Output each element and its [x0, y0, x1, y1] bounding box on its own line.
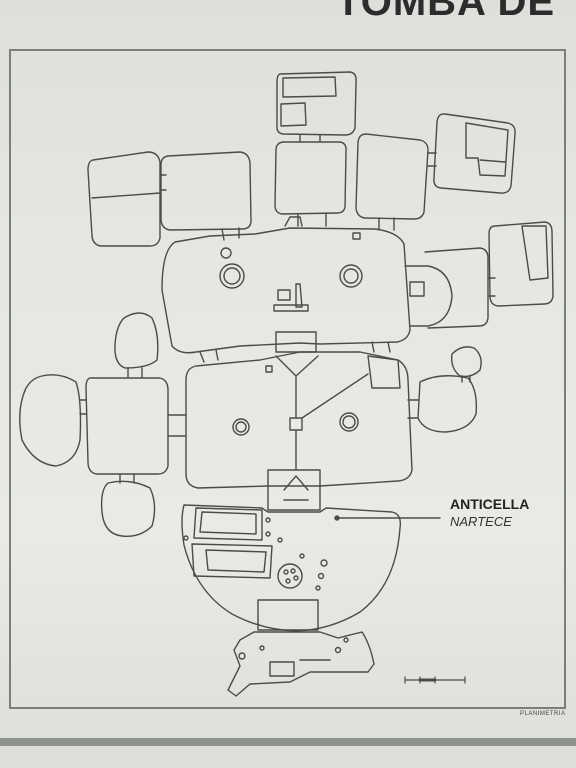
left-bottom-round-chamber — [100, 480, 156, 537]
top-center-corridor — [299, 134, 321, 143]
anticella-bench-upper — [193, 507, 263, 541]
plan-frame — [9, 49, 566, 709]
right-small-link — [461, 375, 471, 383]
upper-hall-entry — [284, 216, 303, 227]
dromos — [227, 631, 375, 697]
left-bottom-link — [119, 473, 135, 484]
central-vestibule — [275, 331, 317, 353]
far-right-chamber-detail — [521, 225, 549, 281]
anticella-round-feature — [277, 563, 303, 589]
anticella-bench-lower — [191, 543, 273, 579]
top-left-passage — [221, 227, 240, 241]
left-lower-link-right — [167, 414, 187, 437]
top-left-chamber-inner — [160, 151, 252, 231]
top-center-chamber — [276, 71, 357, 136]
top-center-passage — [297, 213, 327, 227]
right-side-chamber — [424, 247, 489, 329]
lower-hall-corner — [367, 355, 401, 389]
dromos-detail — [269, 659, 331, 677]
far-right-top-chamber-detail — [465, 122, 509, 177]
vestibule-links — [199, 341, 391, 363]
left-round-link — [127, 367, 143, 379]
top-left-chamber-outer — [87, 151, 161, 247]
upper-hall-altar — [273, 283, 309, 312]
top-right-chamber — [355, 133, 429, 220]
label-anticella: ANTICELLA — [450, 496, 530, 512]
left-round-chamber — [114, 312, 159, 369]
anticella-bench-lower-inner — [205, 549, 267, 573]
lower-passage — [267, 469, 321, 511]
right-apse-room — [404, 265, 453, 327]
left-lower-chamber — [85, 377, 169, 475]
sign-bottom-band — [0, 738, 576, 746]
top-left-chamber-divider — [91, 192, 161, 199]
right-lower-link — [407, 399, 419, 419]
caption-planimetria: PLANIMETRIA — [520, 711, 566, 717]
right-link — [487, 277, 496, 297]
label-nartece: NARTECE — [450, 514, 512, 529]
top-right-passage — [378, 217, 395, 231]
anticella-room — [181, 504, 402, 632]
sign-title: TOMBA DE — [336, 0, 556, 24]
lower-hall-pillar-left — [232, 418, 250, 436]
far-right-chamber — [488, 221, 554, 307]
top-center-antechamber — [274, 141, 347, 215]
upper-hall — [161, 227, 411, 354]
lower-passage-detail — [283, 475, 309, 501]
upper-hall-pillar-right — [339, 264, 363, 288]
right-small-round-chamber — [450, 346, 482, 378]
lower-hall-pillar-right — [339, 412, 359, 432]
far-left-chamber — [19, 374, 82, 467]
top-center-chamber-detail — [280, 76, 337, 127]
dromos-vestibule — [257, 599, 319, 631]
anticella-bench-upper-inner — [199, 511, 257, 535]
right-apse-inner — [409, 281, 425, 297]
lower-hall-channels — [275, 355, 369, 471]
far-right-top-chamber — [433, 113, 516, 194]
upper-hall-pillar-left — [219, 263, 245, 289]
lower-hall — [185, 351, 413, 489]
right-lower-chamber — [417, 375, 478, 433]
